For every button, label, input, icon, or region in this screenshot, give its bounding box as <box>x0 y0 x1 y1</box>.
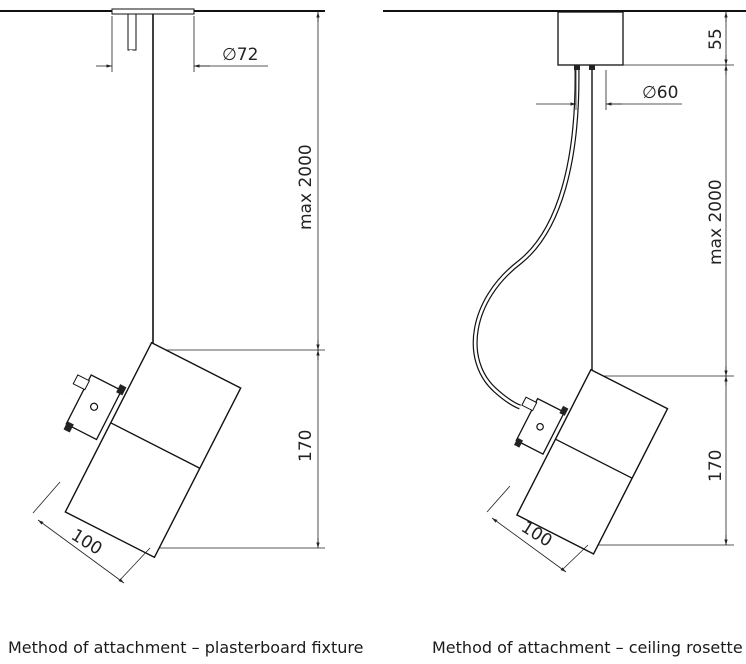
right-ceiling-rosette <box>557 11 624 66</box>
right-lamp-height-label: 170 <box>706 450 726 482</box>
left-diagram: ∅72 max 2000 170 100 <box>0 8 325 584</box>
left-height-label: max 2000 <box>296 144 316 230</box>
right-caption: Method of attachment – ceiling rosette <box>432 638 743 657</box>
left-mount-bracket <box>63 374 127 441</box>
left-lamp-height-label: 170 <box>296 430 316 462</box>
right-mount-bracket <box>514 396 569 455</box>
left-diameter-label: ∅72 <box>222 45 258 65</box>
left-power-cable <box>12 49 132 393</box>
right-diameter-label: ∅60 <box>642 83 678 103</box>
left-caption: Method of attachment – plasterboard fixt… <box>8 638 364 657</box>
left-lamp-width-label: 100 <box>67 525 105 559</box>
right-diagram: ∅60 55 max 2000 170 100 <box>383 10 746 573</box>
right-rosette-height-label: 55 <box>706 28 726 50</box>
right-height-label: max 2000 <box>706 179 726 265</box>
right-power-cable <box>472 69 580 410</box>
left-fixture-plate <box>111 8 195 15</box>
left-cable-sleeve <box>127 13 137 51</box>
